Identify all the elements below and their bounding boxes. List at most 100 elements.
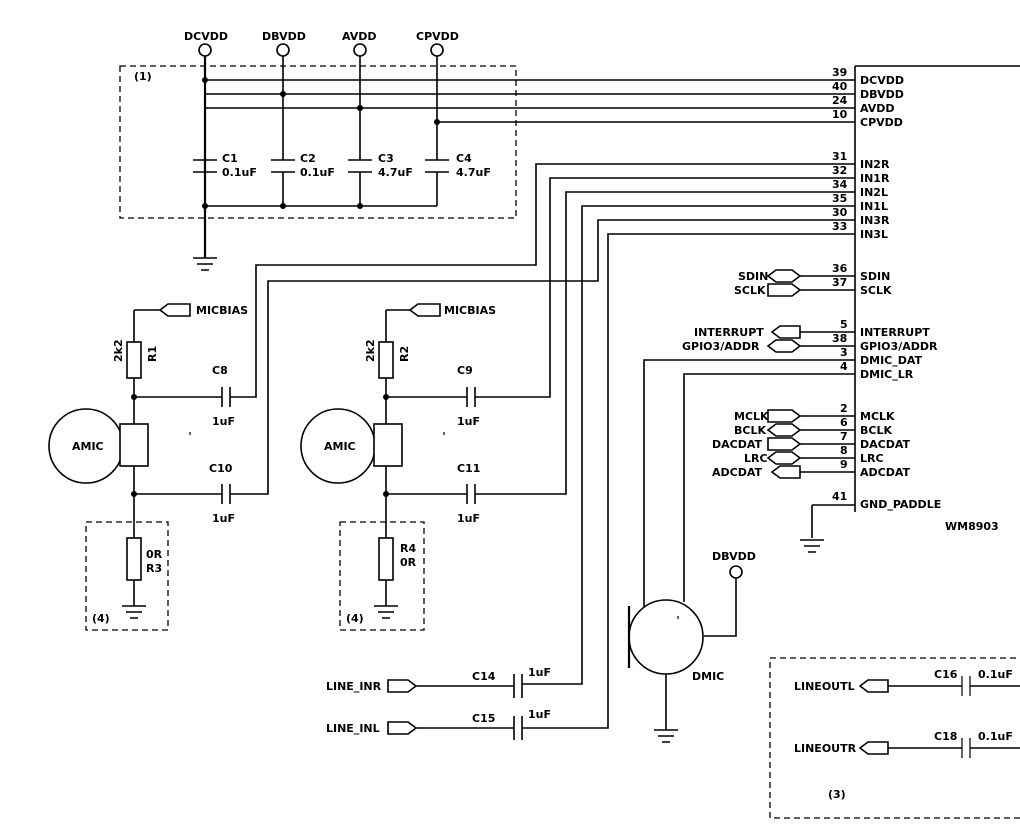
box-label-4a: (4) <box>92 612 110 625</box>
port-label-line-inl: LINE_INL <box>326 722 380 735</box>
supply-label-dcvdd: DCVDD <box>184 30 228 43</box>
port-mclk <box>767 409 802 423</box>
r4-ref: R4 <box>400 542 416 555</box>
pin-num-34: 34 <box>832 178 848 191</box>
port-label-gpio3: GPIO3/ADDR <box>682 340 760 353</box>
line-inputs: LINE_INR C14 1uF LINE_INL C15 1uF <box>326 666 551 740</box>
pin-num-36: 36 <box>832 262 848 275</box>
supply-terminals: DCVDD DBVDD AVDD CPVDD <box>184 30 459 57</box>
dashed-box-1 <box>119 65 517 219</box>
c2-value: 0.1uF <box>300 166 335 179</box>
pin-num-24: 24 <box>832 94 848 107</box>
chip-pins: 39 DCVDD 40 DBVDD 24 AVDD 10 CPVDD 31 IN… <box>800 66 941 553</box>
pin-name-avdd: AVDD <box>860 102 895 115</box>
capacitor-c9: C9 1uF <box>457 364 480 428</box>
supply-label-dbvdd: DBVDD <box>262 30 306 43</box>
pin-num-37: 37 <box>832 276 847 289</box>
digital-ports: SDIN SCLK INTERRUPT GPIO3/ADDR MCLK BCLK… <box>682 269 802 479</box>
pin-name-in1l: IN1L <box>860 200 888 213</box>
pin-num-4: 4 <box>840 360 848 373</box>
micbias-port-1 <box>158 303 191 317</box>
port-line-inl <box>387 721 418 735</box>
amic-2-label: AMIC <box>324 440 356 453</box>
supply-terminal-avdd <box>353 43 367 57</box>
r3-ref: R3 <box>146 562 162 575</box>
c4-ref: C4 <box>456 152 472 165</box>
c10-value: 1uF <box>212 512 235 525</box>
pin-num-5: 5 <box>840 318 848 331</box>
pin-name-bclk: BCLK <box>860 424 892 437</box>
box-label-3: (3) <box>828 788 846 801</box>
pin-num-32: 32 <box>832 164 847 177</box>
port-label-interrupt: INTERRUPT <box>694 326 764 339</box>
c4-value: 4.7uF <box>456 166 491 179</box>
input-wires <box>230 163 855 729</box>
pin-num-41: 41 <box>832 490 847 503</box>
pin-num-6: 6 <box>840 416 848 429</box>
r4-value: 0R <box>400 556 417 569</box>
port-lineoutr <box>858 741 889 755</box>
port-label-lineoutr: LINEOUTR <box>794 742 857 755</box>
c11-ref: C11 <box>457 462 480 475</box>
c14-value: 1uF <box>528 666 551 679</box>
pin-num-2: 2 <box>840 402 848 415</box>
chip-name: WM8903 <box>945 520 999 533</box>
port-lrc <box>766 451 802 465</box>
port-sclk <box>767 283 802 297</box>
c15-ref: C15 <box>472 712 495 725</box>
resistor-r1 <box>126 341 142 379</box>
r1-value: 2k2 <box>112 339 125 362</box>
capacitor-c16: C16 0.1uF <box>934 668 1013 696</box>
pin-name-mclk: MCLK <box>860 410 895 423</box>
pin-name-gnd-paddle: GND_PADDLE <box>860 498 941 511</box>
port-bclk <box>766 423 802 437</box>
pin-name-lrc: LRC <box>860 452 884 465</box>
pin-name-dmic-lr: DMIC_LR <box>860 368 914 381</box>
c15-value: 1uF <box>528 708 551 721</box>
supply-label-cpvdd: CPVDD <box>416 30 459 43</box>
capacitor-c11: C11 1uF <box>457 462 480 525</box>
port-label-line-inr: LINE_INR <box>326 680 382 693</box>
c16-value: 0.1uF <box>978 668 1013 681</box>
pin-num-39: 39 <box>832 66 847 79</box>
pin-name-in2r: IN2R <box>860 158 890 171</box>
capacitor-c15: C15 1uF <box>472 708 551 740</box>
supply-label-avdd: AVDD <box>342 30 377 43</box>
pin-name-gpio3: GPIO3/ADDR <box>860 340 938 353</box>
micbias-label-2: MICBIAS <box>444 304 496 317</box>
c8-value: 1uF <box>212 415 235 428</box>
resistor-r3 <box>126 537 142 581</box>
pin-num-38: 38 <box>832 332 847 345</box>
decoupling-group: (1) C1 0.1uF C2 0.1uF <box>119 56 855 271</box>
pin-name-dacdat: DACDAT <box>860 438 911 451</box>
capacitor-c4: C4 4.7uF <box>425 152 491 179</box>
analog-mic-1: MICBIAS 2k2 R1 C8 1uF AMIC C10 1uF 0R R3… <box>48 303 248 631</box>
port-label-lrc: LRC <box>744 452 768 465</box>
dmic-supply-terminal <box>729 565 743 579</box>
port-label-sclk: SCLK <box>734 284 766 297</box>
dmic-label: DMIC <box>692 670 724 683</box>
port-sdin <box>766 269 802 283</box>
port-label-mclk: MCLK <box>734 410 769 423</box>
amic-2-element <box>373 423 403 467</box>
dmic-body <box>628 599 704 675</box>
line-outputs: (3) LINEOUTL C16 0.1uF LINEOUTR C18 0.1u… <box>769 657 1020 819</box>
capacitor-c18: C18 0.1uF <box>934 730 1013 758</box>
resistor-r2 <box>378 341 394 379</box>
dashed-box-4a <box>85 521 169 631</box>
r2-ref: R2 <box>398 346 411 362</box>
ground-symbol <box>193 257 217 271</box>
c8-ref: C8 <box>212 364 228 377</box>
c16-ref: C16 <box>934 668 958 681</box>
capacitor-c2: C2 0.1uF <box>271 152 335 179</box>
c18-ref: C18 <box>934 730 957 743</box>
pin-name-dmic-dat: DMIC_DAT <box>860 354 923 367</box>
dashed-box-3 <box>769 657 1020 819</box>
capacitor-c8: C8 1uF <box>212 364 235 428</box>
pin-name-in1r: IN1R <box>860 172 890 185</box>
port-lineoutl <box>858 679 889 693</box>
port-gpio3 <box>766 339 802 353</box>
micbias-port-2 <box>408 303 441 317</box>
dashed-box-4b <box>339 521 425 631</box>
